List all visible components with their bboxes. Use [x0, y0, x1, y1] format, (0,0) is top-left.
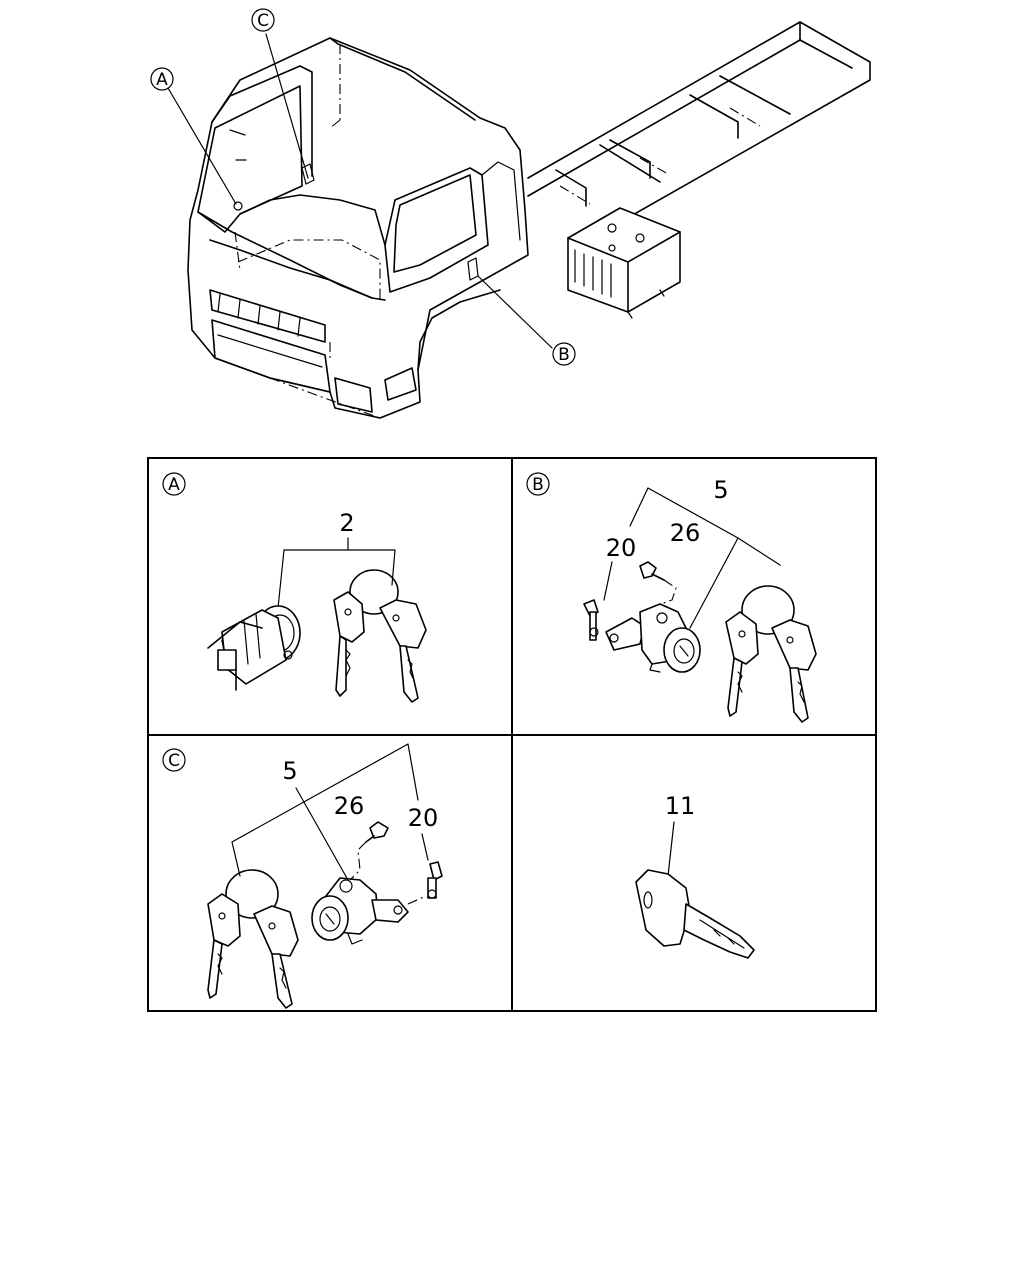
truck-illustration: A C B — [150, 8, 871, 419]
panel-a-callout: A — [162, 472, 186, 496]
truck-cab — [187, 37, 529, 419]
key-ring-b — [725, 585, 817, 723]
part-bracket-line — [231, 743, 429, 881]
part-number-20: 20 — [606, 534, 637, 562]
part-number-5: 5 — [282, 757, 297, 785]
panel-b: B 5 20 26 — [526, 472, 817, 723]
part-bracket-line — [603, 487, 781, 629]
bracket-20 — [583, 599, 599, 641]
panel-b-callout: B — [526, 472, 550, 496]
panel-a: A 2 — [162, 472, 427, 703]
panel-c-callout: C — [162, 748, 186, 772]
part-leader-line — [667, 821, 675, 877]
part-number-11: 11 — [665, 792, 696, 820]
chassis-frame — [527, 21, 871, 246]
ignition-cylinder — [207, 605, 301, 691]
callout-letter: C — [257, 11, 269, 31]
callout-c-truck: C — [251, 8, 275, 32]
bolt-26 — [639, 561, 677, 609]
bolt-26 — [349, 821, 389, 881]
leader-line-b — [477, 275, 553, 349]
part-number-26: 26 — [334, 792, 365, 820]
callout-letter: A — [168, 475, 180, 495]
side-box — [567, 207, 681, 319]
leader-line-c — [265, 33, 309, 179]
door-lock-cylinder-b — [605, 603, 701, 673]
part-number-20: 20 — [408, 804, 439, 832]
callout-letter: A — [156, 70, 168, 90]
callout-a-truck: A — [150, 67, 174, 91]
callout-letter: C — [168, 751, 180, 771]
callout-b-truck: B — [552, 342, 576, 366]
door-lock-cylinder-c — [311, 877, 409, 945]
panel-d: 11 — [635, 792, 755, 959]
bracket-20 — [407, 861, 443, 905]
leader-line-a — [167, 87, 237, 205]
callout-letter: B — [558, 345, 570, 365]
blank-key-11 — [635, 869, 755, 959]
part-number-2: 2 — [339, 509, 354, 537]
callout-letter: B — [532, 475, 544, 495]
part-number-26: 26 — [670, 519, 701, 547]
key-ring-a — [333, 569, 427, 703]
detail-grid — [147, 457, 877, 1012]
part-number-5: 5 — [713, 476, 728, 504]
part-bracket-line — [277, 537, 396, 609]
panel-c: C 5 26 20 — [162, 743, 443, 1009]
key-ring-c — [207, 869, 299, 1009]
